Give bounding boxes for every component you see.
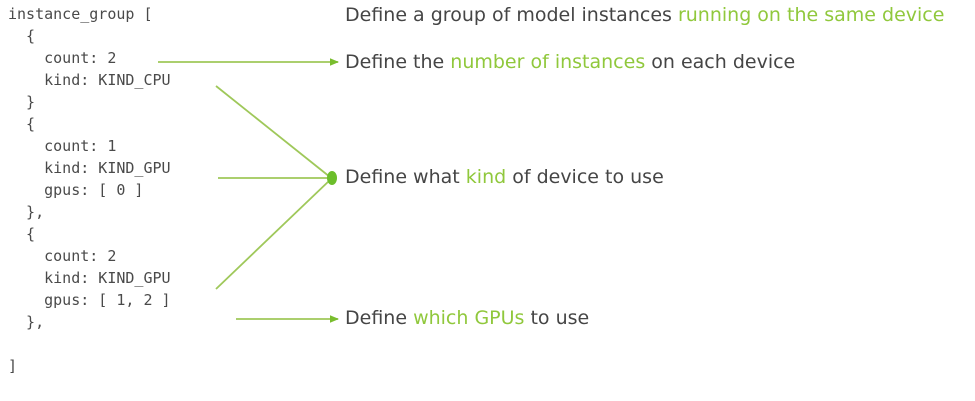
annotation-highlight-text: running on the same device (677, 4, 945, 26)
code-line (8, 333, 171, 355)
annotation-group-same-device: Define a group of model instances runnin… (345, 4, 944, 26)
code-line: ] (8, 357, 18, 375)
annotation-plain-text: on each device (645, 51, 796, 73)
code-line: gpus: [ 0 ] (8, 181, 144, 199)
code-line: }, (8, 203, 45, 221)
annotation-plain-text: Define (345, 307, 414, 329)
code-line: count: 1 (8, 137, 117, 155)
annotation-which-gpus: Define which GPUs to use (345, 307, 589, 329)
code-line: kind: KIND_GPU (8, 269, 171, 287)
code-line: { (8, 115, 36, 133)
code-line: { (8, 225, 36, 243)
annotation-highlight-text: which GPUs (413, 307, 525, 329)
code-line: count: 2 (8, 247, 117, 265)
code-line: kind: KIND_CPU (8, 71, 171, 89)
annotation-number-of-instances: Define the number of instances on each d… (345, 51, 795, 73)
line-kindcpu-to-hub (215, 85, 331, 178)
annotation-plain-text: to use (524, 307, 590, 329)
code-line: }, (8, 313, 45, 331)
annotation-plain-text: of device to use (506, 166, 664, 188)
code-line: count: 2 (8, 49, 117, 67)
line-kindgpu2-to-hub (215, 179, 331, 290)
annotation-kind-of-device: Define what kind of device to use (345, 166, 664, 188)
code-line: instance_group [ (8, 5, 153, 23)
annotation-plain-text: Define a group of model instances (345, 4, 678, 26)
code-line: kind: KIND_GPU (8, 159, 171, 177)
code-line: { (8, 27, 36, 45)
code-line: } (8, 93, 36, 111)
instance-group-code-block: instance_group [ { count: 2 kind: KIND_C… (8, 3, 171, 377)
code-line: gpus: [ 1, 2 ] (8, 291, 171, 309)
annotation-plain-text: Define the (345, 51, 451, 73)
annotation-highlight-text: number of instances (450, 51, 646, 73)
annotation-plain-text: Define what (345, 166, 466, 188)
annotation-highlight-text: kind (465, 166, 507, 188)
connector-hub-node (327, 171, 337, 185)
